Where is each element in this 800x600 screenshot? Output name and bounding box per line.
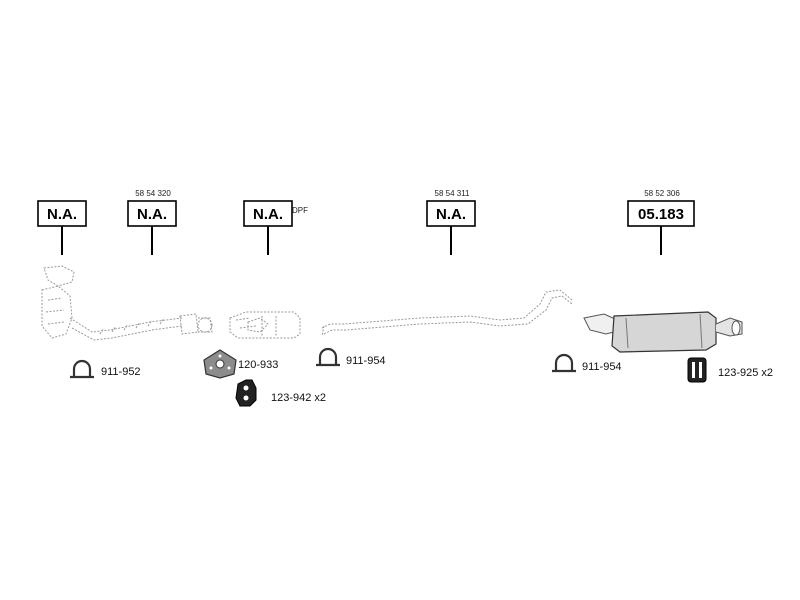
section-5-box[interactable] (627, 200, 695, 227)
section-3-suffix: DPF (292, 206, 308, 215)
gasket-icon (203, 349, 237, 379)
middle-pipe-drawing (321, 289, 573, 337)
section-1[interactable]: N.A. (37, 200, 87, 255)
section-2[interactable]: 58 54 320 N.A. (127, 189, 177, 255)
part-123-942[interactable]: 123-942 x2 (235, 379, 326, 407)
part-code: 123-925 x2 (718, 367, 773, 379)
section-3-label: N.A. (253, 206, 283, 223)
section-1-label: N.A. (47, 206, 77, 223)
section-4-label: N.A. (436, 206, 466, 223)
section-2-box[interactable] (127, 200, 177, 227)
section-5-ref: 58 52 306 (644, 189, 680, 198)
section-5[interactable]: 58 52 306 05.183 (627, 189, 695, 255)
section-4-ref: 58 54 311 (435, 189, 471, 198)
part-911-954-b[interactable]: 911-954 (552, 353, 622, 373)
part-code: 911-954 (582, 361, 622, 373)
manifold-catalyst-drawing (41, 265, 213, 341)
section-2-label: N.A. (137, 206, 167, 223)
rubber-mount-icon (235, 379, 257, 407)
part-code: 123-942 x2 (271, 392, 326, 404)
section-3-box[interactable] (243, 200, 293, 227)
part-code: 120-933 (238, 359, 278, 371)
section-5-label: 05.183 (638, 206, 684, 223)
clamp-icon (70, 359, 94, 379)
part-123-925[interactable]: 123-925 x2 (687, 357, 773, 383)
part-911-954-a[interactable]: 911-954 (316, 347, 386, 367)
section-2-ref: 58 54 320 (135, 189, 171, 198)
clamp-icon (552, 353, 576, 373)
part-911-952[interactable]: 911-952 (70, 359, 141, 379)
rear-muffler-drawing (583, 311, 743, 353)
clamp-icon (316, 347, 340, 367)
part-120-933[interactable]: 120-933 (203, 349, 278, 379)
dpf-section-drawing (229, 311, 301, 339)
section-3[interactable]: N.A. DPF (243, 200, 308, 255)
section-4[interactable]: 58 54 311 N.A. (426, 189, 476, 255)
part-code: 911-952 (101, 366, 141, 378)
part-code: 911-954 (346, 355, 386, 367)
rubber-mount-icon (687, 357, 707, 383)
